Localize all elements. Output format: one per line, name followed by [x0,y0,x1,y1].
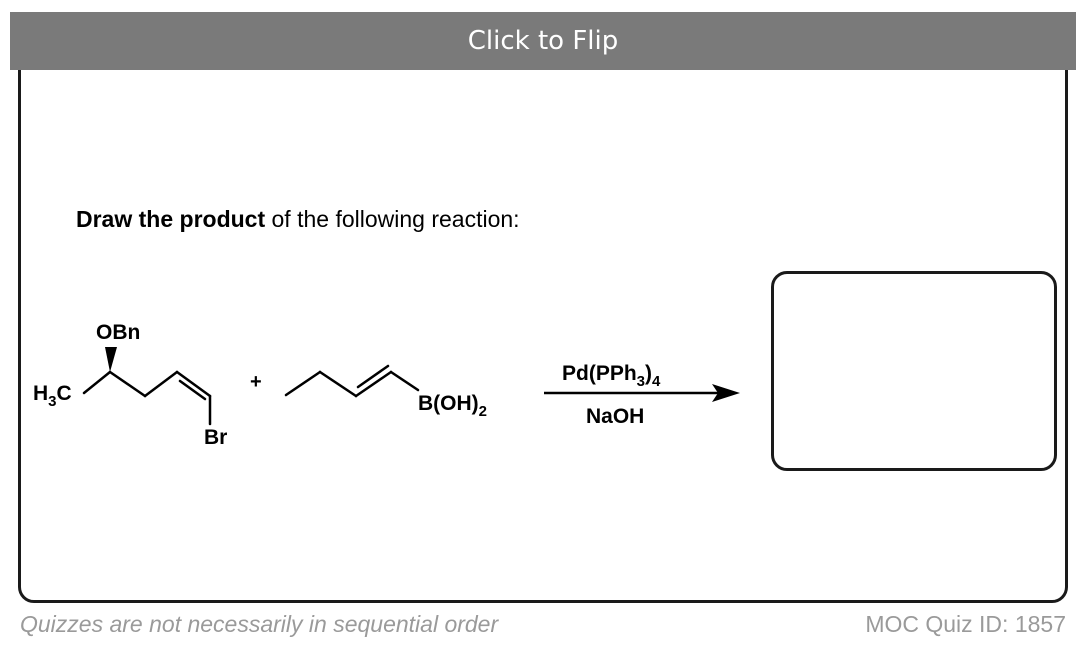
boron-label: B(OH)2 [418,392,487,420]
reactant-1 [82,370,212,426]
wedge-bond [105,347,117,372]
obn-label: OBn [96,321,140,344]
quiz-id: MOC Quiz ID: 1857 [865,611,1066,637]
bond-alkene-2 [178,379,207,401]
bond-c-ch2 [108,370,147,398]
arrowhead-icon [712,384,740,402]
bond-r2-1 [284,370,322,397]
answer-box[interactable] [771,271,1057,471]
reagent-above: Pd(PPh3)4 [562,362,661,390]
bond-ch3-c [82,370,112,395]
plus-sign: + [250,371,262,393]
bond-r2-2 [318,370,358,398]
question-text: Draw the product of the following reacti… [76,206,520,233]
h3c-label: H3C [33,382,72,410]
reaction-arrow [544,384,740,402]
bond-alkene-1 [175,370,212,398]
bond-r2-alkene-1 [354,370,393,398]
sequence-note: Quizzes are not necessarily in sequentia… [20,611,499,637]
reagent-below: NaOH [586,405,644,428]
question-bold: Draw the product [76,206,266,232]
reactant-2 [284,364,420,398]
bond-r2-alkene-2 [356,364,390,389]
bond-r2-boron [389,370,420,392]
click-to-flip-button[interactable]: Click to Flip [10,12,1076,70]
bond-ch2-ch [143,370,179,398]
question-rest: of the following reaction: [265,206,520,232]
br-label: Br [204,426,227,449]
